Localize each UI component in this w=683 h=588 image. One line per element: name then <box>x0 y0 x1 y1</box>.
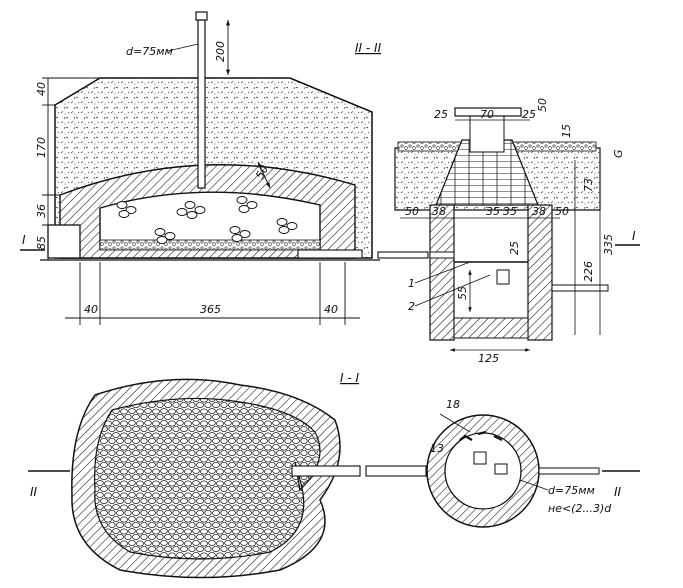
plan-well-steps <box>459 430 503 441</box>
dim-base-height: 36 <box>35 204 48 218</box>
vent-pipe <box>197 19 206 189</box>
plan-well-pipe <box>494 463 508 475</box>
dim-plan-18: 18 <box>446 398 460 411</box>
horizontal-dimensions <box>65 262 360 325</box>
svg-text:II: II <box>614 485 622 499</box>
dim-well-226: 226 <box>582 261 595 282</box>
section-marker-plan-left-ii: II <box>28 470 70 499</box>
dim-well-50-cap: 50 <box>536 98 549 112</box>
section-marker-plan-right-ii: II <box>602 470 640 499</box>
dim-fill-height: 170 <box>35 137 48 158</box>
section-title-ii-ii: II - II <box>355 41 382 55</box>
dim-well-15: 15 <box>560 124 573 138</box>
dim-well-55: 55 <box>456 286 469 300</box>
plan-cobble-bed <box>94 397 321 560</box>
dim-well-38a: 38 <box>432 205 446 218</box>
dim-well-125: 125 <box>478 352 499 365</box>
well-bottom <box>453 317 529 339</box>
dim-soil-cover: 40 <box>35 82 48 96</box>
label-offset-rule: не<(2...3)d <box>548 502 612 515</box>
plan-outflow-pipe <box>538 467 600 475</box>
section-title-i-i: I - I <box>340 371 359 385</box>
well-dimension-lines <box>400 119 601 352</box>
dim-pipe-level: 85 <box>35 236 48 250</box>
vertical-dimensions <box>42 20 271 260</box>
callout-1: 1 <box>408 277 415 290</box>
svg-text:II: II <box>30 485 38 499</box>
vent-cap <box>195 11 208 21</box>
well-neck-inner <box>469 111 505 153</box>
leader-plan-18 <box>439 413 471 433</box>
side-mark: G <box>612 149 625 158</box>
outlet-pipe <box>297 249 363 259</box>
plan-outlet-pipe-a <box>291 465 361 477</box>
label-pipe-diameter-top: d=75мм <box>126 45 173 58</box>
leader-plan-diameter <box>519 479 549 491</box>
well-inlet-pipe <box>429 251 455 259</box>
dim-left-wall: 40 <box>84 303 98 316</box>
dim-pipe-above-ground: 200 <box>214 41 227 62</box>
outlet-pipe-ext <box>377 251 429 259</box>
dim-right-wall: 40 <box>324 303 338 316</box>
dim-well-73: 73 <box>582 178 595 192</box>
plan-well-box <box>473 451 487 465</box>
leader-callout-2 <box>414 274 491 307</box>
bed-cavity <box>99 191 321 249</box>
stone-clusters <box>116 196 298 244</box>
label-pipe-diameter-plan: d=75мм <box>548 484 595 497</box>
plan-well-inner <box>444 432 522 510</box>
plan-view: 18 13 d=75мм не<(2...3)d II II <box>28 378 640 579</box>
dim-well-70: 70 <box>480 108 494 121</box>
section-marker-left-i: I <box>20 233 45 251</box>
callout-2: 2 <box>408 300 415 313</box>
gravel-layer <box>99 239 321 251</box>
dim-plan-13: 13 <box>430 442 444 455</box>
well-cap <box>454 107 522 117</box>
dim-well-50b: 50 <box>555 205 569 218</box>
dim-well-25c: 25 <box>508 241 521 255</box>
dim-well-38b: 38 <box>532 205 546 218</box>
plan-outlet-pipe-b <box>365 465 427 477</box>
filter-bed-section: 40 170 36 85 200 50 d=75мм I 40 365 40 <box>20 11 429 325</box>
dim-well-335: 335 <box>602 234 615 255</box>
svg-text:I: I <box>22 233 26 247</box>
well-right-wall <box>527 204 553 341</box>
dim-well-35a: 35 <box>486 205 500 218</box>
dim-well-25a: 25 <box>434 108 448 121</box>
leader-pipe-diameter <box>167 43 199 52</box>
well-float <box>496 269 510 285</box>
leader-callout-1 <box>414 261 471 284</box>
left-step <box>47 224 81 259</box>
dim-main-width: 365 <box>200 303 221 316</box>
dim-stone-layer: 50 <box>253 163 271 181</box>
svg-text:I: I <box>632 229 636 243</box>
section-marker-right-i: I <box>615 229 640 246</box>
dim-well-50a: 50 <box>405 205 419 218</box>
well-section: 25 70 25 50 15 73 50 38 35 35 38 50 226 … <box>394 98 640 365</box>
dim-well-25b: 25 <box>522 108 536 121</box>
well-outflow-pipe <box>551 284 609 292</box>
dim-well-35b: 35 <box>503 205 517 218</box>
